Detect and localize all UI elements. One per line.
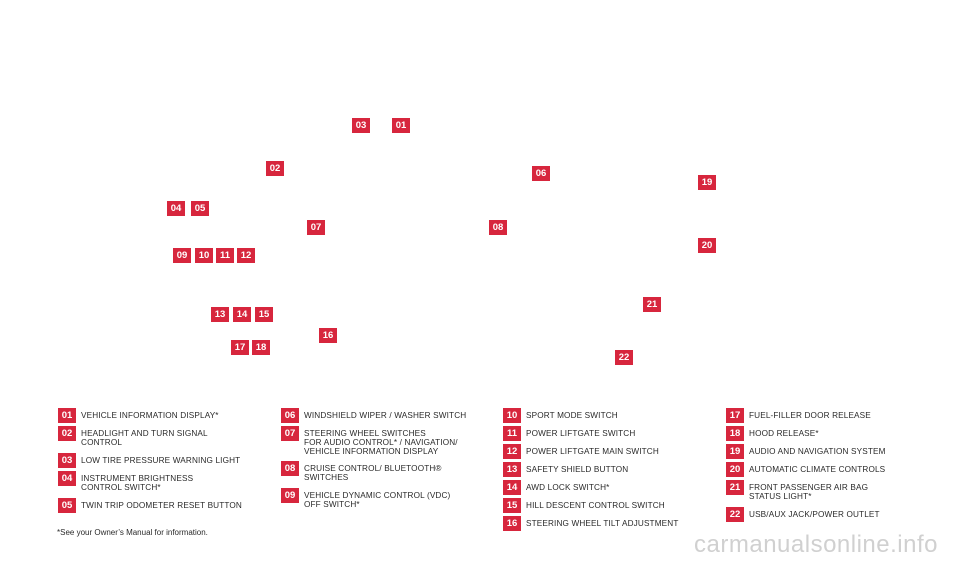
legend-number: 06 — [281, 408, 299, 423]
legend-item: 20 AUTOMATIC CLIMATE CONTROLS — [726, 462, 941, 479]
legend-text: AUDIO AND NAVIGATION SYSTEM — [749, 447, 886, 456]
legend-text: SPORT MODE SWITCH — [526, 411, 618, 420]
watermark: carmanualsonline.info — [694, 531, 938, 558]
legend-number: 11 — [503, 426, 521, 441]
legend-column-4: 17 FUEL-FILLER DOOR RELEASE 18 HOOD RELE… — [726, 408, 941, 525]
marker-22: 22 — [615, 350, 633, 365]
legend-text: WINDSHIELD WIPER / WASHER SWITCH — [304, 411, 467, 420]
legend-item: 09 VEHICLE DYNAMIC CONTROL (VDC) OFF SWI… — [281, 488, 496, 514]
marker-11: 11 — [216, 248, 234, 263]
legend-item: 14 AWD LOCK SWITCH* — [503, 480, 718, 497]
marker-02: 02 — [266, 161, 284, 176]
marker-19: 19 — [698, 175, 716, 190]
marker-13: 13 — [211, 307, 229, 322]
legend-number: 09 — [281, 488, 299, 503]
marker-04: 04 — [167, 201, 185, 216]
marker-20: 20 — [698, 238, 716, 253]
legend-text: POWER LIFTGATE MAIN SWITCH — [526, 447, 659, 456]
marker-21: 21 — [643, 297, 661, 312]
legend-item: 19 AUDIO AND NAVIGATION SYSTEM — [726, 444, 941, 461]
legend-text: STEERING WHEEL TILT ADJUSTMENT — [526, 519, 679, 528]
marker-15: 15 — [255, 307, 273, 322]
legend-text: INSTRUMENT BRIGHTNESS CONTROL SWITCH* — [81, 474, 194, 492]
marker-06: 06 — [532, 166, 550, 181]
legend-number: 17 — [726, 408, 744, 423]
legend-number: 13 — [503, 462, 521, 477]
legend-text: HOOD RELEASE* — [749, 429, 819, 438]
legend-number: 22 — [726, 507, 744, 522]
marker-08: 08 — [489, 220, 507, 235]
marker-17: 17 — [231, 340, 249, 355]
legend-text: USB/AUX JACK/POWER OUTLET — [749, 510, 880, 519]
marker-01: 01 — [392, 118, 410, 133]
legend-item: 03 LOW TIRE PRESSURE WARNING LIGHT — [58, 453, 273, 470]
legend-number: 10 — [503, 408, 521, 423]
legend-item: 18 HOOD RELEASE* — [726, 426, 941, 443]
marker-12: 12 — [237, 248, 255, 263]
legend-text: AWD LOCK SWITCH* — [526, 483, 610, 492]
legend-text: STEERING WHEEL SWITCHES FOR AUDIO CONTRO… — [304, 429, 458, 456]
legend-item: 16 STEERING WHEEL TILT ADJUSTMENT — [503, 516, 718, 533]
marker-14: 14 — [233, 307, 251, 322]
legend-number: 03 — [58, 453, 76, 468]
legend-text: SAFETY SHIELD BUTTON — [526, 465, 629, 474]
legend-column-2: 06 WINDSHIELD WIPER / WASHER SWITCH 07 S… — [281, 408, 496, 515]
legend-number: 01 — [58, 408, 76, 423]
legend-number: 12 — [503, 444, 521, 459]
legend-number: 04 — [58, 471, 76, 486]
legend-item: 01 VEHICLE INFORMATION DISPLAY* — [58, 408, 273, 425]
legend-text: FUEL-FILLER DOOR RELEASE — [749, 411, 871, 420]
marker-16: 16 — [319, 328, 337, 343]
legend-text: LOW TIRE PRESSURE WARNING LIGHT — [81, 456, 241, 465]
legend-text: VEHICLE INFORMATION DISPLAY* — [81, 411, 219, 420]
legend-column-1: 01 VEHICLE INFORMATION DISPLAY* 02 HEADL… — [58, 408, 273, 516]
legend-item: 13 SAFETY SHIELD BUTTON — [503, 462, 718, 479]
marker-05: 05 — [191, 201, 209, 216]
marker-07: 07 — [307, 220, 325, 235]
legend-number: 05 — [58, 498, 76, 513]
legend-text: POWER LIFTGATE SWITCH — [526, 429, 636, 438]
legend-number: 16 — [503, 516, 521, 531]
legend-item: 21 FRONT PASSENGER AIR BAG STATUS LIGHT* — [726, 480, 941, 506]
marker-18: 18 — [252, 340, 270, 355]
legend-text: FRONT PASSENGER AIR BAG STATUS LIGHT* — [749, 483, 869, 501]
marker-03: 03 — [352, 118, 370, 133]
legend-item: 08 CRUISE CONTROL/ BLUETOOTH® SWITCHES — [281, 461, 496, 487]
legend-text: TWIN TRIP ODOMETER RESET BUTTON — [81, 501, 242, 510]
legend-number: 14 — [503, 480, 521, 495]
legend-item: 11 POWER LIFTGATE SWITCH — [503, 426, 718, 443]
legend-item: 04 INSTRUMENT BRIGHTNESS CONTROL SWITCH* — [58, 471, 273, 497]
legend-item: 12 POWER LIFTGATE MAIN SWITCH — [503, 444, 718, 461]
legend-item: 10 SPORT MODE SWITCH — [503, 408, 718, 425]
legend-item: 02 HEADLIGHT AND TURN SIGNAL CONTROL — [58, 426, 273, 452]
legend-number: 07 — [281, 426, 299, 441]
legend-item: 06 WINDSHIELD WIPER / WASHER SWITCH — [281, 408, 496, 425]
legend-number: 21 — [726, 480, 744, 495]
legend-text: CRUISE CONTROL/ BLUETOOTH® SWITCHES — [304, 464, 442, 482]
legend-number: 19 — [726, 444, 744, 459]
legend-text: AUTOMATIC CLIMATE CONTROLS — [749, 465, 886, 474]
legend-item: 17 FUEL-FILLER DOOR RELEASE — [726, 408, 941, 425]
legend-item: 15 HILL DESCENT CONTROL SWITCH — [503, 498, 718, 515]
marker-10: 10 — [195, 248, 213, 263]
marker-09: 09 — [173, 248, 191, 263]
legend-number: 08 — [281, 461, 299, 476]
legend-item: 22 USB/AUX JACK/POWER OUTLET — [726, 507, 941, 524]
legend-number: 20 — [726, 462, 744, 477]
legend-number: 15 — [503, 498, 521, 513]
legend-item: 05 TWIN TRIP ODOMETER RESET BUTTON — [58, 498, 273, 515]
legend-item: 07 STEERING WHEEL SWITCHES FOR AUDIO CON… — [281, 426, 496, 460]
footnote: *See your Owner’s Manual for information… — [57, 528, 208, 537]
legend-text: VEHICLE DYNAMIC CONTROL (VDC) OFF SWITCH… — [304, 491, 451, 509]
legend-column-3: 10 SPORT MODE SWITCH 11 POWER LIFTGATE S… — [503, 408, 718, 534]
legend-number: 02 — [58, 426, 76, 441]
legend-text: HILL DESCENT CONTROL SWITCH — [526, 501, 665, 510]
legend-number: 18 — [726, 426, 744, 441]
legend-text: HEADLIGHT AND TURN SIGNAL CONTROL — [81, 429, 208, 447]
